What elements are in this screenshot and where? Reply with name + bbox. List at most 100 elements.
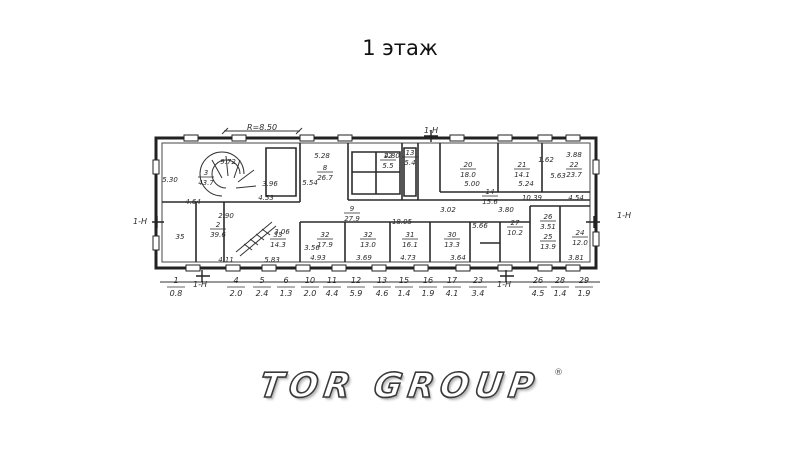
dimension-label: 1.62 <box>538 156 554 164</box>
bottom-strip-number: 5 <box>259 276 264 285</box>
room-number: 35 <box>176 233 185 241</box>
bottom-strip-area: 3.4 <box>472 289 485 298</box>
room-area: 5.5 <box>382 162 394 170</box>
bottom-strip-number: 10 <box>305 276 315 285</box>
room-area: 23.7 <box>566 171 582 179</box>
room-number: 20 <box>464 161 473 169</box>
dimension-label: 4.53 <box>258 194 274 202</box>
room-area: 26.7 <box>317 174 333 182</box>
room-number: 3 <box>204 169 208 177</box>
room-number: 32 <box>364 231 373 239</box>
bottom-strip-area: 4.1 <box>446 289 459 298</box>
bottom-strip-number: 4 <box>233 276 238 285</box>
dimension-label: 18.05 <box>392 218 413 226</box>
bottom-strip-number: 13 <box>377 276 387 285</box>
registered-trademark-mark: ® <box>554 368 563 378</box>
bottom-strip-area: 0.8 <box>170 289 183 298</box>
straight-staircase <box>235 221 277 257</box>
dimension-label: 3.56 <box>304 244 320 252</box>
room-number: 26 <box>544 213 553 221</box>
room-number: 2 <box>216 221 221 229</box>
bottom-strip-number: 28 <box>555 276 565 285</box>
bottom-strip-number: 1 <box>173 276 178 285</box>
room-area: 13.3 <box>444 241 460 249</box>
dimension-label: 5.54 <box>302 179 318 187</box>
room-area: 16.1 <box>402 241 418 249</box>
dimension-label: 5.24 <box>518 180 534 188</box>
dimension-label: 2.90 <box>218 212 234 220</box>
dimension-label: 4.64 <box>185 198 201 206</box>
dimension-label: 9.72 <box>220 158 236 166</box>
partitions <box>162 143 590 262</box>
room-area: 3.51 <box>540 223 556 231</box>
bottom-strip-area: 4.5 <box>532 289 545 298</box>
dimension-label: 3.69 <box>356 254 372 262</box>
room-number: 13 <box>406 149 415 157</box>
section-label: 1-H <box>424 126 438 135</box>
dimension-label: 3.02 <box>440 206 456 214</box>
top-dimension-line <box>221 127 303 135</box>
section-label: 1-H <box>133 217 147 226</box>
section-label: 1-H <box>497 280 511 289</box>
room-area: 14.3 <box>270 241 286 249</box>
dimension-label: 4.80 <box>384 152 400 160</box>
room-number: 27 <box>511 219 520 227</box>
dimension-label: 4.73 <box>400 254 416 262</box>
room-area: 14.1 <box>514 171 530 179</box>
bottom-strip-area: 2.0 <box>230 289 243 298</box>
bottom-strip-number: 29 <box>579 276 589 285</box>
bottom-strip-area: 1.4 <box>398 289 411 298</box>
room-number: 24 <box>576 229 585 237</box>
room-area: 15.6 <box>482 198 498 206</box>
bottom-strip-number: 26 <box>533 276 543 285</box>
room-number: 9 <box>350 205 355 213</box>
room-area: 18.0 <box>460 171 476 179</box>
bottom-strip-number: 23 <box>473 276 483 285</box>
section-label: 1-H <box>617 211 631 220</box>
bottom-strip-number: 17 <box>447 276 458 285</box>
dimension-label: 3.64 <box>450 254 466 262</box>
bottom-strip-area: 2.0 <box>304 289 317 298</box>
section-label: 1-H <box>193 280 207 289</box>
dimension-label: 3.06 <box>274 228 290 236</box>
dimension-label: 10.39 <box>522 194 543 202</box>
room-area: 13.9 <box>540 243 556 251</box>
room-number: 22 <box>570 161 579 169</box>
dimension-label: 4.93 <box>310 254 326 262</box>
bottom-strip-area: 1.9 <box>578 289 591 298</box>
bottom-strip-area: 2.4 <box>256 289 269 298</box>
room-number: 8 <box>323 164 328 172</box>
dimension-label: 5.30 <box>162 176 178 184</box>
room-area: 39.6 <box>210 231 226 239</box>
dimension-label: 3.80 <box>498 206 514 214</box>
logo-text: TOR GROUP <box>257 365 544 407</box>
dimension-label: 5.83 <box>264 256 280 264</box>
dimension-label: 5.00 <box>464 180 480 188</box>
bottom-strip-area: 1.3 <box>280 289 293 298</box>
page-title: 1 этаж <box>362 36 438 60</box>
room-number: 31 <box>406 231 415 239</box>
bottom-strip-number: 15 <box>399 276 409 285</box>
windows <box>152 134 600 272</box>
room-area: 12.0 <box>572 239 588 247</box>
outer-walls <box>154 136 598 270</box>
room-number: 21 <box>518 161 527 169</box>
radius-label: R=8.50 <box>247 123 277 132</box>
bottom-strip-area: 1.4 <box>554 289 567 298</box>
room-area: 17.9 <box>317 241 333 249</box>
bottom-strip-area: 1.9 <box>422 289 435 298</box>
bottom-strip-number: 16 <box>423 276 433 285</box>
room-area: 10.2 <box>507 229 523 237</box>
spiral-staircase <box>199 151 257 197</box>
company-logo: TOR GROUP <box>0 365 800 407</box>
dimension-label: 5.63 <box>550 172 566 180</box>
bottom-strip-area: 4.6 <box>376 289 389 298</box>
dimension-label: 3.81 <box>568 254 584 262</box>
bottom-strip-area: 4.4 <box>326 289 339 298</box>
dimension-label: 5.66 <box>472 222 488 230</box>
dimension-label: 3.88 <box>566 151 582 159</box>
bottom-strip-number: 12 <box>351 276 361 285</box>
room-number: 30 <box>448 231 457 239</box>
room-area: 43.7 <box>198 179 214 187</box>
